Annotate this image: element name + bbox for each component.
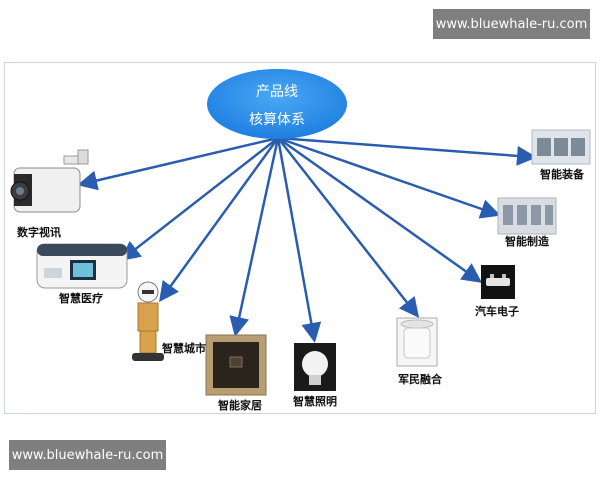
arrow-smart-manufacturing — [277, 136, 501, 219]
node-label-smart-home: 智能家居 — [218, 399, 262, 412]
arrow-digital-video — [77, 136, 279, 191]
node-label-smart-medical: 智慧医疗 — [59, 292, 103, 305]
smart-bulb-icon — [294, 343, 336, 391]
security-camera-icon — [10, 149, 89, 213]
node-label-auto-electronics: 汽车电子 — [475, 305, 519, 318]
arrow-military-civil — [277, 137, 420, 318]
arrow-smart-city — [159, 137, 280, 303]
node-label-smart-manufacturing: 智能制造 — [505, 235, 549, 248]
arrow-smart-home — [229, 137, 280, 337]
node-label-smart-city: 智慧城市 — [162, 342, 206, 355]
diagram-frame — [4, 62, 596, 414]
production-line-icon — [497, 197, 557, 235]
hub-node: 产品线 核算体系 — [207, 69, 347, 139]
equipment-line-icon — [531, 129, 591, 165]
arrow-smart-lighting — [276, 137, 322, 343]
node-label-military-civil: 军民融合 — [398, 373, 442, 386]
service-robot-icon — [132, 281, 164, 361]
node-label-smart-equipment: 智能装备 — [540, 168, 584, 181]
arrows-group — [77, 136, 537, 343]
hub-line1: 产品线 — [256, 84, 298, 100]
auto-module-icon — [481, 265, 515, 299]
smart-wall-switch-icon — [205, 334, 267, 396]
medical-device-icon — [36, 243, 128, 289]
node-label-digital-video: 数字视讯 — [17, 226, 61, 239]
node-label-smart-lighting: 智慧照明 — [293, 395, 337, 408]
hub-line2: 核算体系 — [249, 112, 305, 128]
smoke-detector-icon — [396, 317, 438, 367]
arrow-auto-electronics — [277, 136, 483, 283]
watermark-bottom: www.bluewhale-ru.com — [9, 440, 166, 470]
watermark-top: www.bluewhale-ru.com — [433, 9, 590, 39]
arrow-smart-medical — [120, 137, 279, 262]
arrow-smart-equipment — [277, 136, 537, 166]
